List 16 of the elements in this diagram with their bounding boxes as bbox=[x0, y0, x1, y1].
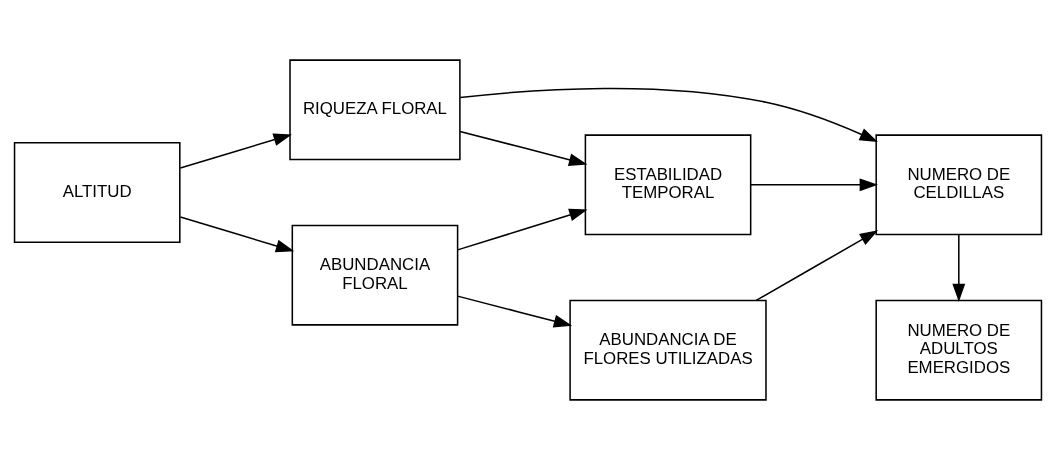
arrow bbox=[456, 208, 588, 251]
node-box: ESTABILIDAD TEMPORAL bbox=[584, 134, 752, 236]
node-box: NUMERO DE ADULTOS EMERGIDOS bbox=[875, 299, 1043, 401]
node-box: ALTITUD bbox=[13, 142, 181, 243]
node-box: NUMERO DE CELDILLAS bbox=[875, 134, 1043, 236]
node-box: RIQUEZA FLORAL bbox=[289, 59, 461, 161]
arrow bbox=[456, 295, 573, 328]
arrow bbox=[459, 130, 588, 166]
node-box: ABUNDANCIA FLORAL bbox=[291, 224, 459, 326]
arrow bbox=[179, 216, 295, 253]
arrow bbox=[459, 87, 878, 142]
arrow bbox=[179, 133, 292, 169]
node-box: ABUNDANCIA DE FLORES UTILIZADAS bbox=[569, 299, 767, 401]
arrow bbox=[952, 233, 966, 303]
arrow bbox=[750, 178, 878, 192]
arrow bbox=[755, 230, 879, 302]
